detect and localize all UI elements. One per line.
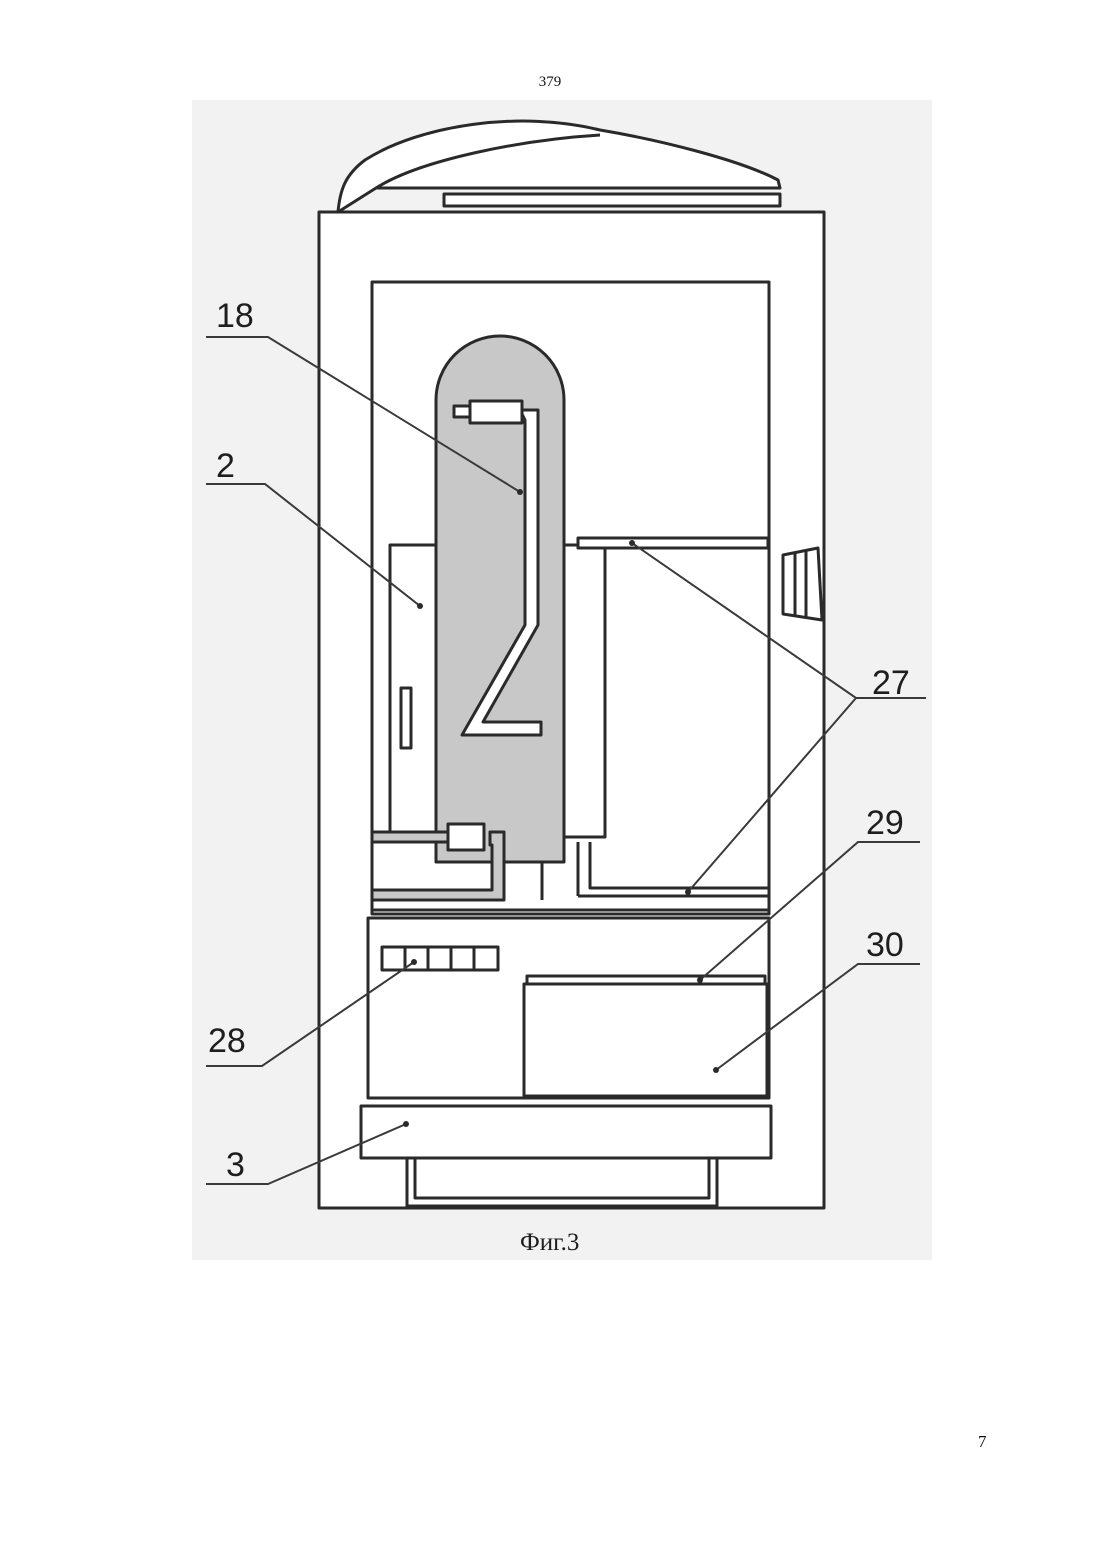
page-number-bottom: 7 [978, 1432, 987, 1452]
right-box [560, 545, 605, 837]
shelf-upper [578, 538, 768, 548]
callout-28: 28 [208, 1022, 246, 1060]
callout-3: 3 [226, 1146, 245, 1184]
callout-30: 30 [866, 926, 904, 964]
callout-18: 18 [216, 297, 254, 335]
callout-29: 29 [866, 804, 904, 842]
bottom-fitting [448, 824, 484, 850]
callout-27: 27 [872, 664, 910, 702]
bottom-pipe [372, 832, 452, 842]
left-box-slot [401, 688, 411, 748]
roof-plate [444, 194, 780, 206]
drawer-30 [524, 984, 767, 1096]
control-panel [382, 947, 498, 970]
figure-caption: Фиг.3 [520, 1229, 579, 1256]
side-vent [783, 548, 822, 620]
tank-top-nozzle [454, 406, 470, 417]
base-3 [361, 1106, 771, 1158]
tank-top-fitting [470, 401, 522, 423]
callout-2: 2 [216, 447, 235, 485]
